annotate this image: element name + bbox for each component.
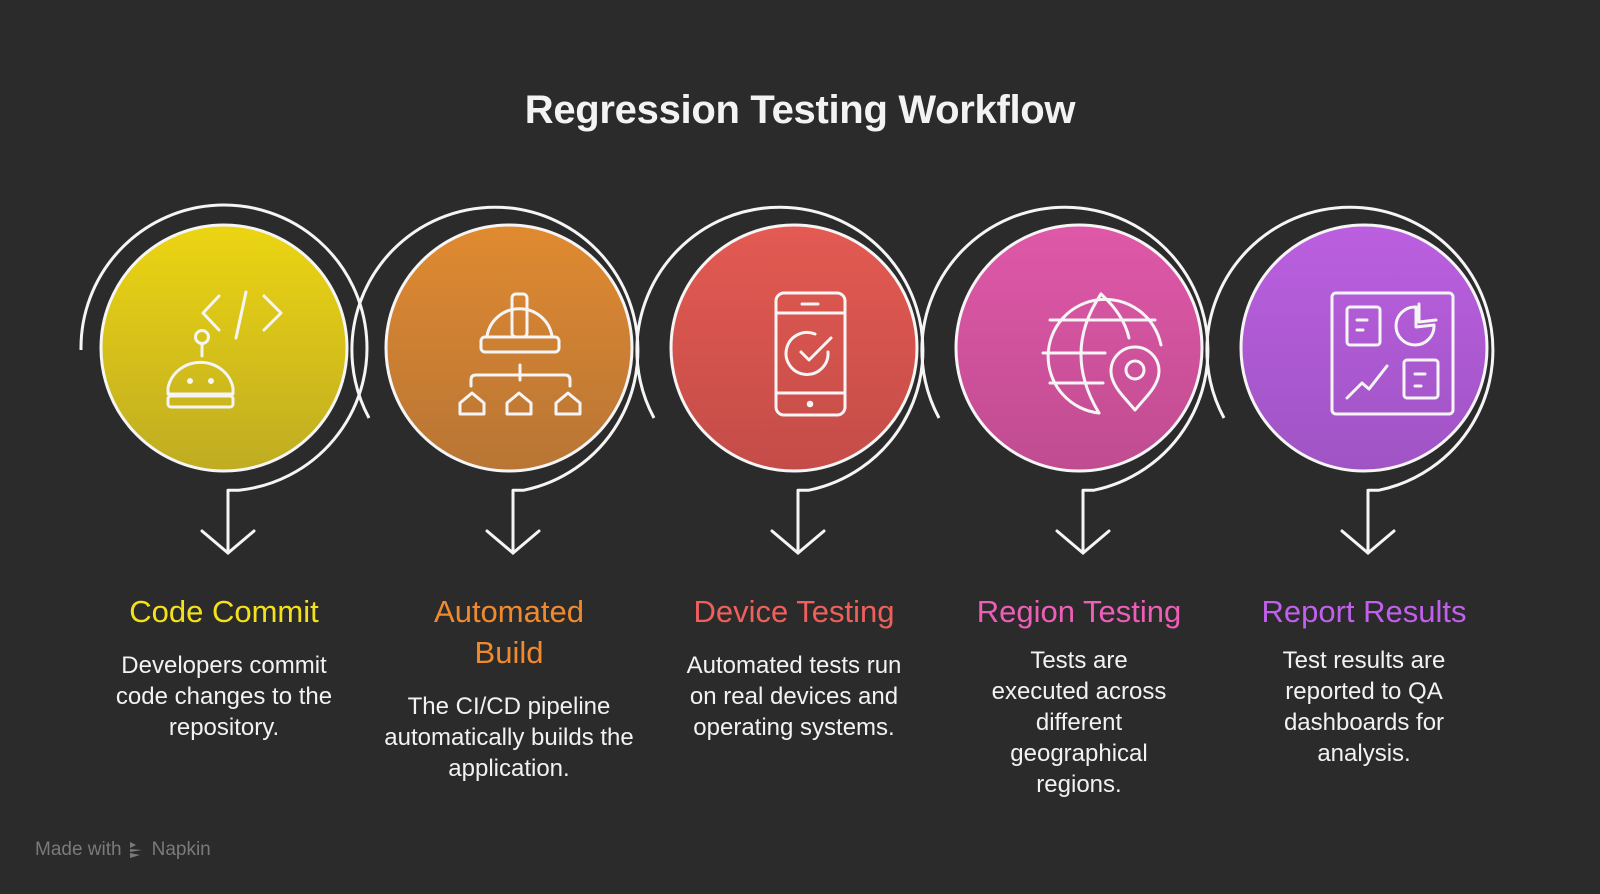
- arrow-down-icon: [1340, 529, 1396, 555]
- step-connector-ring: [920, 205, 1210, 552]
- step-circle: [384, 223, 634, 473]
- step-circle: [954, 223, 1204, 473]
- step-title: Report Results: [1261, 594, 1467, 629]
- robot-code-icon: [166, 290, 283, 409]
- arrow-down-icon: [485, 529, 541, 555]
- step-title: Automated Build: [434, 594, 584, 670]
- arrow-down-icon: [200, 529, 256, 555]
- step-title: Region Testing: [976, 594, 1182, 629]
- step-title: Code Commit: [129, 594, 319, 629]
- step-circle: [669, 223, 919, 473]
- made-with-napkin-badge[interactable]: Made with Napkin: [35, 839, 211, 861]
- dashboard-icon: [1330, 291, 1455, 416]
- step-connector-ring: [1205, 205, 1495, 552]
- arrow-down-icon: [770, 529, 826, 555]
- arrow-down-icon: [1055, 529, 1111, 555]
- step-circle: [99, 223, 349, 473]
- napkin-brand-label: Napkin: [151, 839, 211, 860]
- step-connector-ring: [350, 205, 640, 552]
- step-description: Developers commit code changes to the re…: [115, 652, 333, 741]
- step-connector-ring: [635, 205, 925, 552]
- napkin-logo-icon: [129, 842, 142, 858]
- step-description: Tests are executed across different geog…: [991, 647, 1167, 798]
- step-circle: [1239, 223, 1489, 473]
- hardhat-hierarchy-icon: [458, 292, 582, 416]
- step-connector-ring: [79, 203, 369, 552]
- step-title: Device Testing: [693, 594, 895, 629]
- step-description: The CI/CD pipeline automatically builds …: [384, 693, 634, 782]
- mobile-check-icon: [774, 291, 847, 417]
- page-title: Regression Testing Workflow: [524, 88, 1076, 132]
- made-with-label: Made with: [35, 839, 122, 860]
- step-description: Automated tests run on real devices and …: [686, 652, 902, 741]
- step-description: Test results are reported to QA dashboar…: [1282, 647, 1446, 767]
- globe-pin-icon: [1041, 292, 1163, 415]
